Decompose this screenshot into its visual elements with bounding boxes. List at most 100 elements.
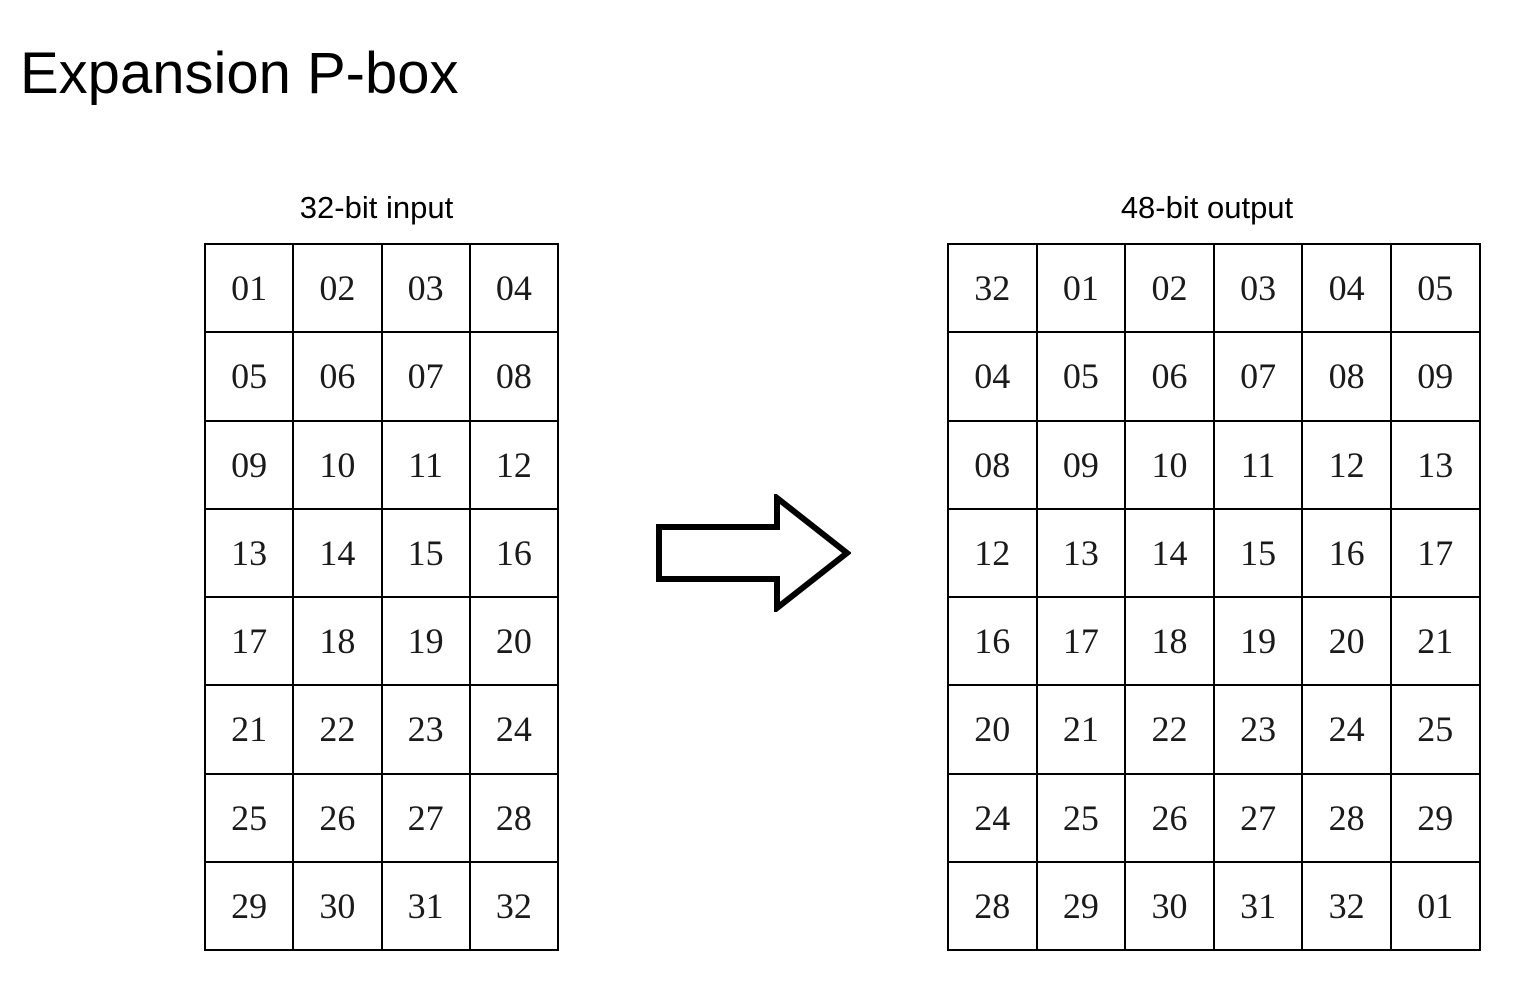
input-bit-cell: 02 xyxy=(292,242,383,334)
input-bit-cell: 27 xyxy=(380,772,471,863)
output-bit-cell: 05 xyxy=(1035,331,1127,422)
output-bit-cell: 08 xyxy=(1301,331,1392,422)
input-bit-cell: 16 xyxy=(468,507,560,599)
output-bit-cell: 22 xyxy=(1124,684,1215,775)
input-bit-cell: 19 xyxy=(380,595,471,687)
input-table-label: 32-bit input xyxy=(299,190,454,225)
output-bit-cell: 07 xyxy=(1212,331,1304,422)
output-bit-cell: 14 xyxy=(1124,507,1215,599)
output-bit-cell: 19 xyxy=(1212,595,1304,687)
output-bit-cell: 23 xyxy=(1212,684,1304,775)
output-bit-cell: 32 xyxy=(1301,860,1392,952)
input-bit-cell: 23 xyxy=(380,684,471,775)
input-bit-cell: 07 xyxy=(380,331,471,422)
output-bit-cell: 20 xyxy=(1301,595,1392,687)
output-bit-cell: 13 xyxy=(1389,419,1481,510)
input-bit-cell: 11 xyxy=(380,419,471,510)
output-bit-cell: 25 xyxy=(1389,684,1481,775)
input-bit-cell: 32 xyxy=(468,860,560,952)
input-bit-cell: 28 xyxy=(468,772,560,863)
output-bit-cell: 17 xyxy=(1389,507,1481,599)
output-bit-cell: 24 xyxy=(947,772,1038,863)
output-bit-cell: 21 xyxy=(1035,684,1127,775)
input-bit-cell: 17 xyxy=(203,595,295,687)
page-title: Expansion P-box xyxy=(20,41,459,106)
output-bit-cell: 15 xyxy=(1212,507,1304,599)
output-bit-cell: 01 xyxy=(1389,860,1481,952)
input-bit-cell: 30 xyxy=(292,860,383,952)
output-bit-cell: 12 xyxy=(1301,419,1392,510)
arrow-shape xyxy=(656,494,851,612)
output-bit-cell: 10 xyxy=(1124,419,1215,510)
output-bit-cell: 04 xyxy=(947,331,1038,422)
input-bit-cell: 18 xyxy=(292,595,383,687)
output-bit-cell: 09 xyxy=(1035,419,1127,510)
output-bit-cell: 16 xyxy=(1301,507,1392,599)
input-bit-cell: 10 xyxy=(292,419,383,510)
output-bit-cell: 24 xyxy=(1301,684,1392,775)
output-bit-cell: 17 xyxy=(1035,595,1127,687)
output-bit-cell: 25 xyxy=(1035,772,1127,863)
input-bit-cell: 04 xyxy=(468,242,560,334)
input-bit-cell: 08 xyxy=(468,331,560,422)
output-bit-cell: 32 xyxy=(947,242,1038,334)
output-bit-cell: 11 xyxy=(1212,419,1304,510)
input-bit-cell: 06 xyxy=(292,331,383,422)
output-bit-cell: 12 xyxy=(947,507,1038,599)
input-bit-cell: 12 xyxy=(468,419,560,510)
input-bit-cell: 26 xyxy=(292,772,383,863)
output-bit-cell: 29 xyxy=(1035,860,1127,952)
input-bit-cell: 20 xyxy=(468,595,560,687)
output-bit-cell: 01 xyxy=(1035,242,1127,334)
input-bit-cell: 14 xyxy=(292,507,383,599)
input-bit-cell: 13 xyxy=(203,507,295,599)
output-table-label: 48-bit output xyxy=(1120,190,1294,225)
output-bit-cell: 31 xyxy=(1212,860,1304,952)
input-bit-cell: 31 xyxy=(380,860,471,952)
output-bit-cell: 21 xyxy=(1389,595,1481,687)
output-bit-cell: 28 xyxy=(1301,772,1392,863)
output-bit-cell: 20 xyxy=(947,684,1038,775)
input-bit-cell: 24 xyxy=(468,684,560,775)
output-bit-cell: 27 xyxy=(1212,772,1304,863)
output-bit-cell: 03 xyxy=(1212,242,1304,334)
input-bit-cell: 01 xyxy=(203,242,295,334)
input-bit-cell: 15 xyxy=(380,507,471,599)
output-bit-cell: 16 xyxy=(947,595,1038,687)
input-bit-cell: 25 xyxy=(203,772,295,863)
output-bit-cell: 04 xyxy=(1301,242,1392,334)
output-bit-cell: 13 xyxy=(1035,507,1127,599)
input-bit-cell: 21 xyxy=(203,684,295,775)
output-bit-cell: 26 xyxy=(1124,772,1215,863)
input-bit-cell: 22 xyxy=(292,684,383,775)
input-bit-cell: 03 xyxy=(380,242,471,334)
output-bit-cell: 06 xyxy=(1124,331,1215,422)
input-bit-cell: 09 xyxy=(203,419,295,510)
right-arrow-icon xyxy=(655,494,851,612)
output-bit-cell: 29 xyxy=(1389,772,1481,863)
output-bit-cell: 05 xyxy=(1389,242,1481,334)
output-bit-cell: 28 xyxy=(947,860,1038,952)
input-bit-cell: 05 xyxy=(203,331,295,422)
output-bit-cell: 02 xyxy=(1124,242,1215,334)
